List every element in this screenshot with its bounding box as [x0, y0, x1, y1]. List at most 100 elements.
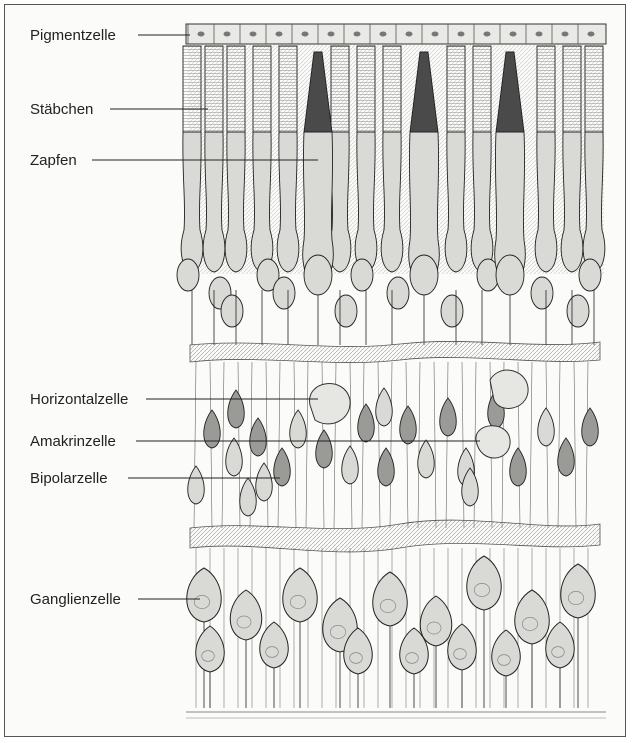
vertical-fiber [378, 362, 380, 528]
bipolar-cell [274, 448, 291, 486]
rod-inner-segment [181, 132, 203, 272]
ganglion-cell [448, 624, 477, 670]
bipolar-cell [378, 448, 395, 486]
rod-outer-segment [447, 46, 465, 132]
ganglion-cell [546, 622, 575, 668]
rod-outer-segment [383, 46, 401, 132]
rod-inner-segment [251, 132, 273, 272]
vertical-fiber [350, 362, 352, 528]
cone-nucleus [496, 255, 524, 295]
pigment-cell-nucleus [198, 32, 205, 37]
rod-outer-segment [473, 46, 491, 132]
rod-inner-segment [277, 132, 299, 272]
rod-inner-segment [583, 132, 605, 272]
ganglion-cell [492, 630, 521, 676]
bipolar-cell [400, 406, 417, 444]
label-horizontalzelle: Horizontalzelle [30, 391, 318, 408]
bipolar-cell [558, 438, 575, 476]
vertical-fiber [278, 362, 280, 528]
label-text: Horizontalzelle [30, 391, 128, 408]
rod-nucleus [531, 277, 553, 309]
ganglion-cell [230, 590, 262, 640]
rod-nucleus [579, 259, 601, 291]
pigment-layer [186, 24, 606, 44]
vertical-fiber [574, 362, 576, 528]
vertical-fiber [306, 362, 308, 528]
pigment-cell-nucleus [250, 32, 257, 37]
bipolar-cell [226, 438, 243, 476]
pigment-cell-nucleus [484, 32, 491, 37]
rod-nucleus [221, 295, 243, 327]
pigment-cell-nucleus [406, 32, 413, 37]
cone-nucleus [304, 255, 332, 295]
vertical-fiber [406, 362, 408, 528]
rod-inner-segment [561, 132, 583, 272]
rod-outer-segment [205, 46, 223, 132]
rod-inner-segment [203, 132, 225, 272]
horizontal-cell [310, 384, 351, 424]
pigment-cell-nucleus [432, 32, 439, 37]
rod-inner-segment [355, 132, 377, 272]
pigment-cell-nucleus [224, 32, 231, 37]
rod-cells [177, 46, 605, 345]
bipolar-cell [440, 398, 457, 436]
inner-plexiform-layer [190, 520, 600, 552]
pigment-cell-nucleus [380, 32, 387, 37]
label-text: Bipolarzelle [30, 470, 108, 487]
label-bipolarzelle: Bipolarzelle [30, 470, 280, 487]
rod-outer-segment [279, 46, 297, 132]
bipolar-cell [538, 408, 555, 446]
pigment-cell-nucleus [536, 32, 543, 37]
ganglion-cell [467, 556, 502, 610]
bipolar-cell [510, 448, 527, 486]
label-text: Amakrinzelle [30, 433, 116, 450]
vertical-fiber [558, 362, 560, 528]
rod-inner-segment [471, 132, 493, 272]
bipolar-cell [188, 466, 205, 504]
bipolar-cell [418, 440, 435, 478]
label-text: Pigmentzelle [30, 27, 116, 44]
ganglion-cell [561, 564, 596, 618]
cone-nucleus [410, 255, 438, 295]
rod-inner-segment [535, 132, 557, 272]
pigment-cell-nucleus [328, 32, 335, 37]
vertical-fiber [222, 362, 224, 528]
vertical-fiber [446, 362, 448, 528]
label-staebchen: Stäbchen [30, 101, 208, 118]
bipolar-cell [240, 478, 257, 516]
inner-nuclear-cells [188, 388, 599, 516]
pigment-cell-nucleus [562, 32, 569, 37]
bipolar-cell [358, 404, 375, 442]
bipolar-cell [256, 463, 273, 501]
vertical-fiber [434, 362, 436, 528]
rod-outer-segment [183, 46, 201, 132]
rod-outer-segment [357, 46, 375, 132]
label-ganglienzelle: Ganglienzelle [30, 591, 200, 608]
rod-nucleus [441, 295, 463, 327]
vertical-fiber [390, 362, 392, 528]
label-text: Zapfen [30, 152, 77, 169]
bipolar-cell [342, 446, 359, 484]
rod-outer-segment [331, 46, 349, 132]
vertical-fiber [362, 362, 364, 528]
ganglion-cell [187, 568, 222, 622]
pigment-cell-nucleus [588, 32, 595, 37]
vertical-fiber [418, 362, 420, 528]
rod-nucleus [567, 295, 589, 327]
rod-inner-segment [445, 132, 467, 272]
pigment-cell-nucleus [354, 32, 361, 37]
nerve-fiber-layer [186, 712, 606, 718]
amacrine-cell [476, 426, 510, 458]
ganglion-cell [515, 590, 550, 644]
ganglion-cell [196, 626, 225, 672]
rod-nucleus [351, 259, 373, 291]
rod-outer-segment [537, 46, 555, 132]
bipolar-cell [582, 408, 599, 446]
rod-outer-segment [253, 46, 271, 132]
rod-outer-segment [227, 46, 245, 132]
rod-nucleus [387, 277, 409, 309]
pigment-cell-nucleus [458, 32, 465, 37]
pigment-cell-nucleus [302, 32, 309, 37]
rod-nucleus [177, 259, 199, 291]
